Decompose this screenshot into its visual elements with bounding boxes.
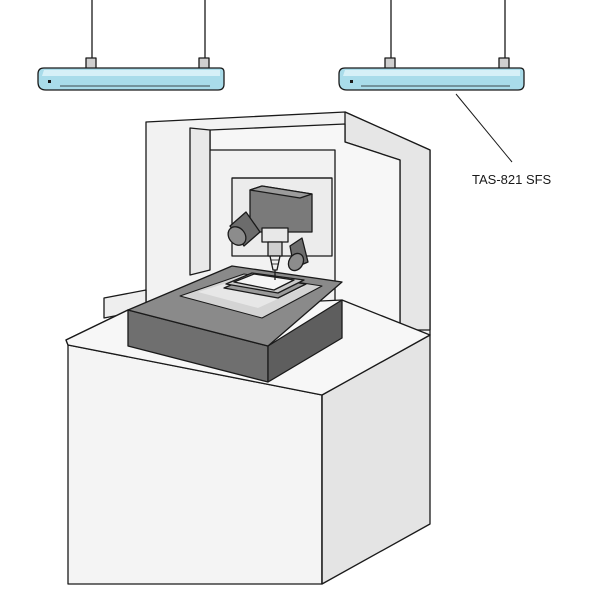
ceiling-bar-left	[37, 0, 225, 91]
callout-label: TAS-821 SFS	[472, 172, 552, 187]
dispensing-head	[227, 185, 313, 280]
workpiece	[223, 272, 307, 299]
callout-leader-line	[455, 93, 513, 163]
ceiling-bar-right	[338, 0, 525, 91]
